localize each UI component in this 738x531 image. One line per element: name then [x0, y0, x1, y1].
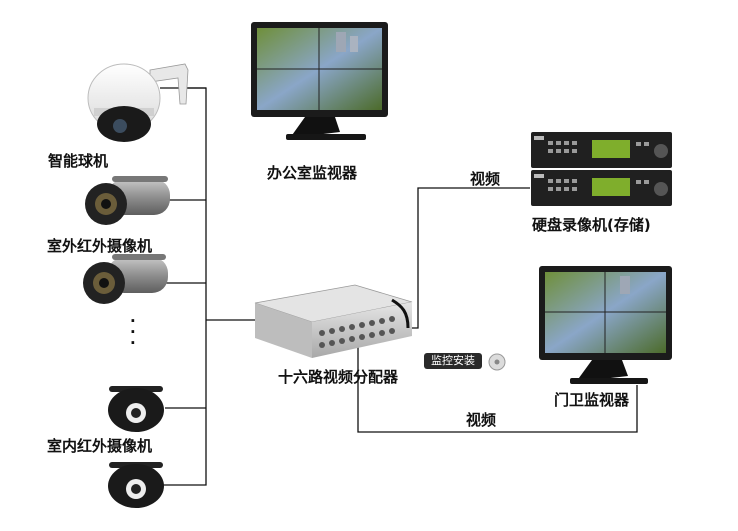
- label-indoor-ir: 室内红外摄像机: [47, 437, 153, 455]
- outdoor-ir-camera-1-icon: [85, 176, 170, 225]
- label-office-monitor: 办公室监视器: [267, 164, 358, 182]
- label-video-top: 视频: [470, 170, 501, 188]
- connection-lines: [160, 87, 638, 486]
- label-smart-dome: 智能球机: [48, 152, 109, 170]
- distributor-to-gate-line: [357, 342, 638, 433]
- indoor-ir-camera-2-icon: [108, 462, 164, 508]
- outdoor-ir-camera-2-icon: [83, 254, 168, 304]
- dvr-recorder-icon: [531, 132, 672, 206]
- install-badge: 监控安装: [424, 353, 482, 369]
- label-dvr: 硬盘录像机(存储): [532, 216, 651, 234]
- distributor-to-dvr-line: [408, 187, 530, 329]
- indoor-ir-camera-1-icon: [108, 386, 164, 432]
- label-distributor: 十六路视频分配器: [278, 368, 399, 386]
- label-video-bottom: 视频: [466, 411, 497, 429]
- label-gate-monitor: 门卫监视器: [554, 391, 630, 409]
- label-outdoor-ir: 室外红外摄像机: [47, 237, 153, 255]
- label-ellipsis-dots: · · ·: [130, 312, 136, 352]
- office-monitor-icon: [251, 22, 388, 140]
- video-distributor-icon: [254, 284, 413, 358]
- camera-bus-line: [160, 87, 207, 486]
- gate-monitor-icon: [539, 266, 672, 384]
- disc-icon: [488, 353, 506, 371]
- smart-dome-camera-icon: [87, 63, 189, 142]
